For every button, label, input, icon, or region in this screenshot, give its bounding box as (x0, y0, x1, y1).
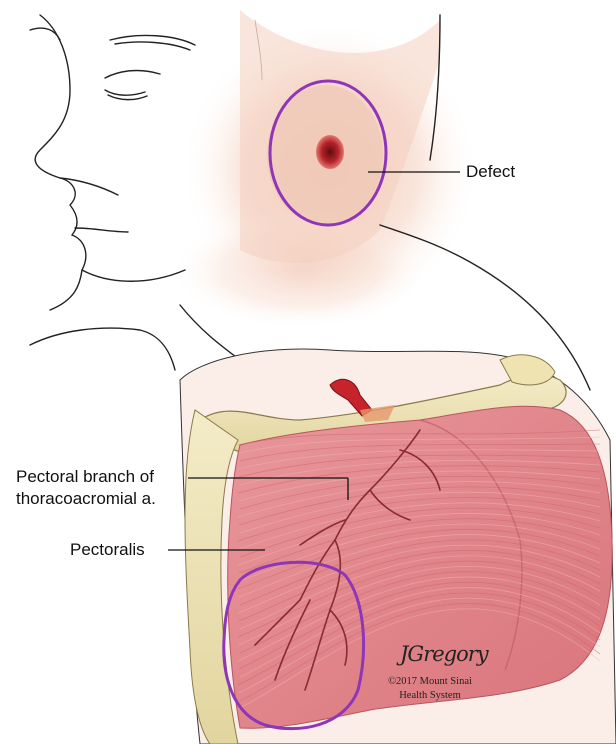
copyright-line1: ©2017 Mount Sinai (380, 676, 480, 688)
pectoral-branch-label-line2: thoracoacromial a. (16, 488, 156, 509)
copyright-line2: Health System (380, 690, 480, 702)
pectoralis-label: Pectoralis (70, 539, 145, 560)
pectoral-branch-label-line1: Pectoral branch of (16, 466, 154, 487)
defect-label: Defect (466, 161, 515, 182)
artist-signature: JGregory (400, 642, 488, 666)
